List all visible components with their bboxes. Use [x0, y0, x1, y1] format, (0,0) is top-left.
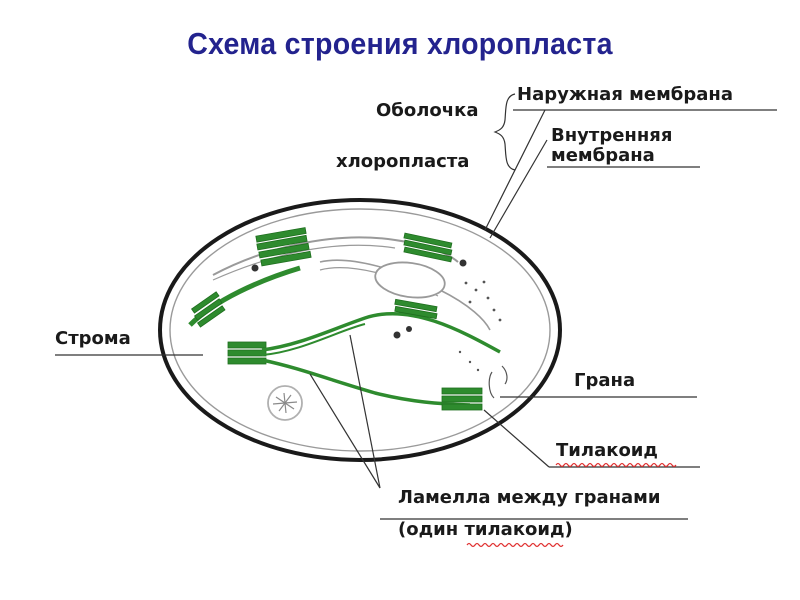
spellcheck-underline: [556, 464, 676, 467]
spellcheck-underline: [467, 544, 563, 547]
